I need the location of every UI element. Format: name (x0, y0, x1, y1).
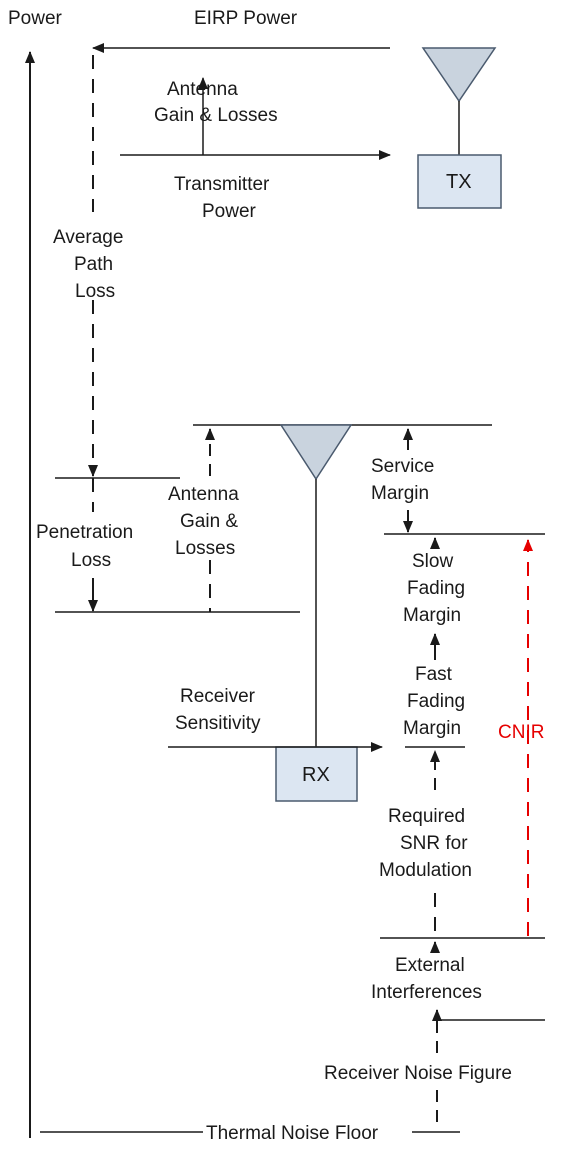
required-snr-label-2: SNR for (400, 833, 468, 854)
rx-label: RX (302, 764, 330, 786)
external-interf-label-2: Interferences (371, 982, 482, 1003)
tx-antenna-gain-label-1: Antenna (167, 79, 238, 100)
slow-fading-label-1: Slow (412, 551, 453, 572)
slow-fading-label-2: Fading (407, 578, 465, 599)
required-snr-label-1: Required (388, 806, 465, 827)
avg-path-loss-label-2: Path (74, 254, 113, 275)
fast-fading-label-3: Margin (403, 718, 461, 739)
rx-antenna-gain-label-3: Losses (175, 538, 235, 559)
receiver-sensitivity-label-2: Sensitivity (175, 713, 261, 734)
tx-box (417, 154, 502, 209)
rx-antenna-gain-label-2: Gain & (180, 511, 238, 532)
fast-fading-label-2: Fading (407, 691, 465, 712)
service-margin-label-1: Service (371, 456, 434, 477)
tx-antenna-icon (421, 47, 497, 103)
required-snr-label-3: Modulation (379, 860, 472, 881)
external-interf-label-1: External (395, 955, 465, 976)
avg-path-loss-label-1: Average (53, 227, 123, 248)
cnir-label: CNIR (498, 722, 544, 743)
tx-antenna-gain-label-2: Gain & Losses (154, 105, 278, 126)
eirp-power-label: EIRP Power (194, 8, 298, 29)
fast-fading-label-1: Fast (415, 664, 453, 685)
penetration-loss-label-1: Penetration (36, 522, 133, 543)
transmitter-power-label-2: Power (202, 201, 257, 222)
receiver-noise-figure-label: Receiver Noise Figure (324, 1063, 512, 1084)
avg-path-loss-label-3: Loss (75, 281, 115, 302)
power-axis-label: Power (8, 8, 63, 29)
rx-antenna-icon (279, 424, 353, 481)
slow-fading-label-3: Margin (403, 605, 461, 626)
transmitter-power-label-1: Transmitter (174, 174, 270, 195)
receiver-sensitivity-label-1: Receiver (180, 686, 256, 707)
rx-antenna-gain-label-1: Antenna (168, 484, 239, 505)
penetration-loss-label-2: Loss (71, 550, 111, 571)
tx-label: TX (446, 171, 472, 193)
thermal-noise-floor-label: Thermal Noise Floor (206, 1123, 379, 1144)
service-margin-label-2: Margin (371, 483, 429, 504)
